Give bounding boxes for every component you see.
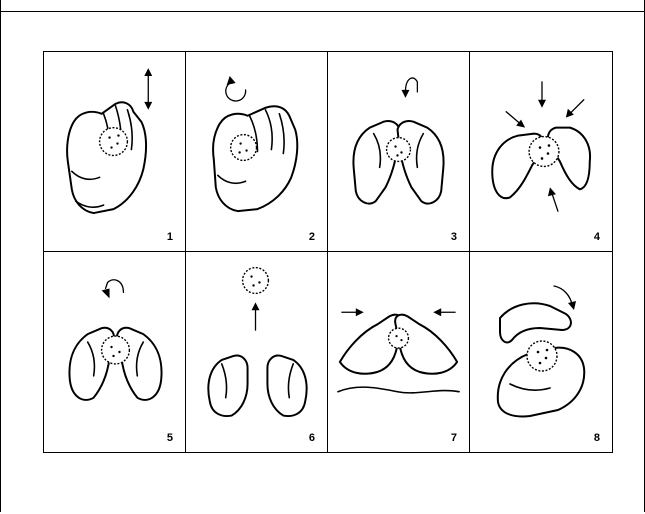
panel-2: 2 — [186, 52, 328, 252]
panel-number: 2 — [309, 231, 315, 243]
panel-number: 4 — [594, 231, 600, 243]
panel-1: 1 — [44, 52, 186, 252]
hands-cupping-ball-vertical-arrow-icon — [44, 52, 185, 251]
ball-tossed-up-from-hands-icon — [186, 252, 327, 452]
panel-number: 7 — [451, 432, 457, 444]
hands-turning-ball-curved-arrow-icon — [328, 52, 469, 251]
instruction-panel-grid: 1 2 3 — [43, 51, 613, 453]
hands-pressing-ball-inward-arrows-icon — [470, 52, 612, 251]
panel-7: 7 — [328, 252, 470, 452]
panel-number: 5 — [167, 432, 173, 444]
panel-6: 6 — [186, 252, 328, 452]
top-rule — [0, 11, 645, 12]
panel-number: 6 — [309, 432, 315, 444]
panel-3: 3 — [328, 52, 470, 252]
panel-number: 8 — [594, 432, 600, 444]
hands-folding-ball-curved-arrow-icon — [44, 252, 185, 452]
hands-compressing-ball-side-arrows-icon — [328, 252, 469, 452]
panel-4: 4 — [470, 52, 612, 252]
panel-8: 8 — [470, 252, 612, 452]
panel-number: 1 — [167, 231, 173, 243]
panel-number: 3 — [451, 231, 457, 243]
hands-rolling-ball-circular-arrow-icon — [186, 52, 327, 251]
hand-rolling-ball-on-palm-icon — [470, 252, 612, 452]
panel-5: 5 — [44, 252, 186, 452]
